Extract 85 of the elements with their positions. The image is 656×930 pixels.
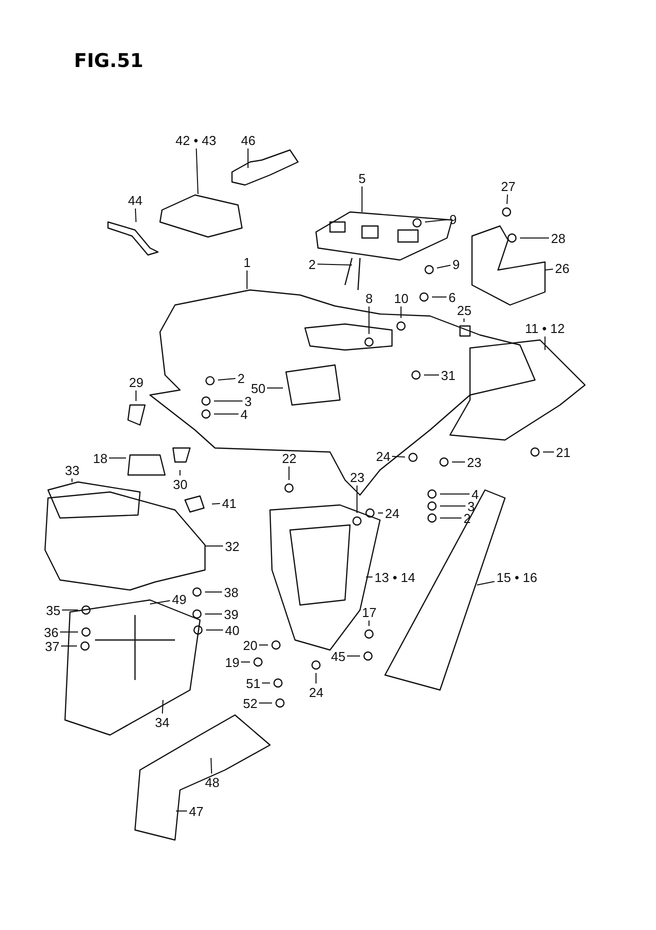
leader-line — [218, 378, 236, 380]
callout-number: 50 — [251, 380, 266, 396]
leader-line — [258, 702, 272, 704]
callout-number: 23 — [467, 454, 482, 470]
callout-number: 27 — [501, 178, 516, 194]
callout-number: 28 — [551, 230, 566, 246]
callout-number: 25 — [457, 302, 472, 318]
callout-number: 10 — [394, 290, 408, 306]
leader-line — [262, 682, 270, 684]
callout-number: 39 — [224, 606, 238, 622]
leader-line — [368, 306, 370, 334]
callout-number: 52 — [243, 696, 258, 710]
leader-line — [317, 264, 352, 266]
leader-line — [162, 700, 164, 714]
callout-number: 18 — [93, 450, 108, 466]
leader-line — [288, 466, 290, 480]
callout-number: 35 — [46, 602, 60, 618]
leader-line — [212, 503, 220, 504]
callout-number: 26 — [555, 260, 570, 276]
leader-line — [150, 600, 170, 604]
callout-number: 1 — [244, 254, 251, 270]
leader-line — [432, 296, 447, 298]
callout-number: 29 — [129, 374, 144, 390]
callout-number: 17 — [362, 604, 376, 620]
leader-line — [544, 268, 554, 270]
leader-line — [196, 148, 198, 194]
callout-number: 3 — [468, 498, 475, 514]
figure-title: FIG.51 — [74, 50, 144, 72]
callout-number: 44 — [128, 192, 142, 208]
callout-number: 9 — [452, 256, 460, 272]
leader-line — [392, 456, 406, 458]
leader-line — [366, 576, 373, 578]
callout-number: 32 — [225, 538, 240, 554]
callout-number: 2 — [238, 370, 245, 386]
leader-line — [210, 758, 212, 774]
leader-line — [436, 264, 451, 268]
callout-number: 47 — [189, 804, 204, 818]
callout-number: 30 — [173, 476, 188, 492]
callout-number: 19 — [225, 654, 240, 670]
callout-number: 3 — [244, 394, 252, 408]
callout-number: 20 — [243, 638, 258, 652]
leader-line — [544, 336, 546, 350]
callout-number: 45 — [331, 648, 346, 664]
callout-number: 24 — [309, 684, 324, 700]
leader-line — [368, 620, 370, 626]
callout-number: 46 — [241, 132, 256, 148]
callout-number: 40 — [225, 622, 240, 638]
callout-number: 21 — [556, 444, 570, 460]
leader-line — [378, 512, 384, 514]
callout-number: 24 — [376, 448, 390, 464]
callout-number: 48 — [205, 774, 220, 790]
leader-line — [400, 306, 402, 318]
leader-line — [246, 270, 248, 290]
leader-line — [356, 485, 358, 514]
leader-line — [424, 374, 440, 376]
callout-number: 2 — [464, 510, 471, 526]
leader-line — [424, 219, 448, 222]
callout-number: 22 — [282, 450, 296, 466]
callout-number: 34 — [155, 714, 170, 730]
callout-number: 23 — [350, 470, 364, 484]
callout-number: 41 — [222, 496, 236, 510]
callout-number: 51 — [246, 676, 260, 690]
callout-number: 37 — [45, 638, 60, 654]
callout-number: 6 — [448, 290, 456, 304]
leader-line — [176, 810, 188, 812]
leader-line — [214, 400, 243, 402]
leader-line — [258, 644, 268, 646]
callout-number: 36 — [44, 624, 58, 640]
callout-number: 4 — [240, 406, 248, 422]
callout-number: 2 — [308, 256, 316, 272]
callout-number: 13 • 14 — [374, 570, 416, 584]
callout-number: 11 • 12 — [525, 320, 565, 336]
callout-number: 24 — [385, 506, 400, 520]
callout-number: 33 — [65, 462, 80, 478]
callout-number: 49 — [172, 592, 186, 606]
callout-number: 8 — [366, 290, 373, 306]
callout-number: 38 — [224, 584, 238, 600]
leader-line — [134, 208, 136, 222]
callout-number: 4 — [472, 486, 479, 502]
callout-number: 5 — [358, 170, 366, 186]
callout-number: 15 • 16 — [496, 570, 538, 584]
callout-number: 31 — [441, 368, 456, 382]
leader-line — [476, 581, 495, 586]
leader-line — [506, 194, 508, 204]
callout-number: 42 • 43 — [176, 132, 216, 148]
